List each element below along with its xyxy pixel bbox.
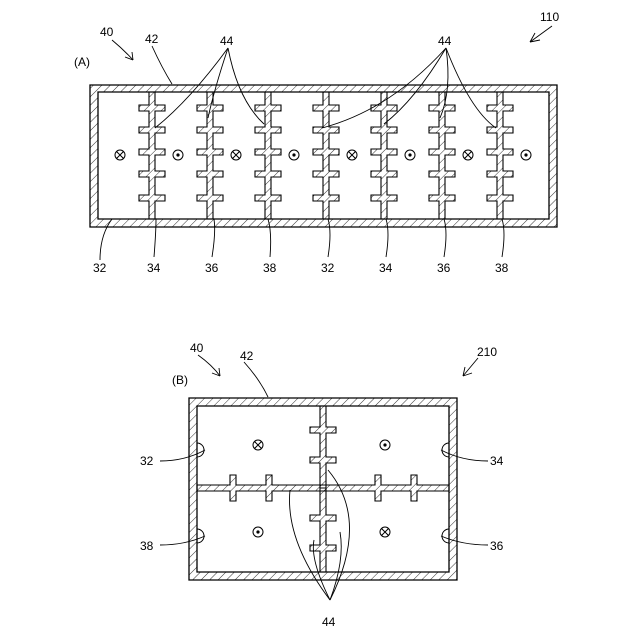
coil-notch-36 [442, 529, 449, 543]
ref-36a-1: 36 [205, 261, 219, 275]
coil-notch-38 [197, 529, 204, 543]
ref-42b: 42 [240, 349, 254, 363]
leader-38b [160, 536, 205, 545]
separators-a [139, 92, 513, 219]
cross-symbol-a-7 [463, 150, 473, 160]
cross-symbol-b-bottom-right [380, 527, 390, 537]
ref-210: 210 [477, 345, 497, 359]
ref-32a-2: 32 [321, 261, 335, 275]
leader-34b [441, 450, 488, 461]
dot-symbol-b-top-right [380, 440, 390, 450]
ref-110: 110 [540, 10, 559, 24]
leader-110 [530, 26, 552, 42]
ref-32a-1: 32 [93, 261, 107, 275]
leader-32b [160, 450, 205, 461]
leader-40a [112, 40, 133, 60]
dot-symbol-b-bottom-left [253, 527, 263, 537]
ref-34b: 34 [490, 454, 504, 468]
ref-34a-2: 34 [379, 261, 393, 275]
coil-notch-32 [197, 443, 204, 457]
ref-44a-left: 44 [220, 34, 234, 48]
panel-label-b: (B) [172, 373, 188, 387]
figure-a: (A) 110 40 42 44 44 32 34 36 38 32 34 36… [74, 10, 559, 275]
ref-40b: 40 [190, 341, 204, 355]
ref-38b: 38 [140, 539, 154, 553]
leader-42a [152, 46, 172, 84]
ref-32b: 32 [140, 454, 154, 468]
cross-symbol-a-5 [347, 150, 357, 160]
separator-wall-a-7 [487, 92, 513, 219]
leader-36b [441, 536, 488, 545]
ref-44a-right: 44 [438, 34, 452, 48]
ref-40a: 40 [100, 25, 114, 39]
dot-symbol-a-2 [173, 150, 183, 160]
cross-symbol-b-top-left [253, 440, 263, 450]
panel-label-a: (A) [74, 55, 90, 69]
leader-44b-3 [330, 532, 341, 600]
cross-symbol-a-1 [115, 150, 125, 160]
separator-wall-a-3 [255, 92, 281, 219]
ref-44b: 44 [322, 615, 336, 629]
separator-wall-a-6 [429, 92, 455, 219]
ref-42a: 42 [145, 32, 159, 46]
leader-40b [198, 355, 220, 376]
ref-34a-1: 34 [147, 261, 161, 275]
ref-38a-2: 38 [495, 261, 509, 275]
ref-36b: 36 [490, 539, 504, 553]
dot-symbol-a-4 [289, 150, 299, 160]
separator-wall-b-bottom [310, 488, 336, 572]
separators-b [197, 406, 449, 572]
cross-symbol-a-3 [231, 150, 241, 160]
dot-symbol-a-8 [521, 150, 531, 160]
separator-wall-a-4 [313, 92, 339, 219]
separator-wall-a-1 [139, 92, 165, 219]
dot-symbol-a-6 [405, 150, 415, 160]
figure-b: (B) 40 42 210 32 34 38 36 44 [140, 341, 504, 629]
leader-42b [244, 362, 268, 397]
ref-38a-1: 38 [263, 261, 277, 275]
ref-36a-2: 36 [437, 261, 451, 275]
separator-wall-a-5 [371, 92, 397, 219]
coil-notch-34 [442, 443, 449, 457]
